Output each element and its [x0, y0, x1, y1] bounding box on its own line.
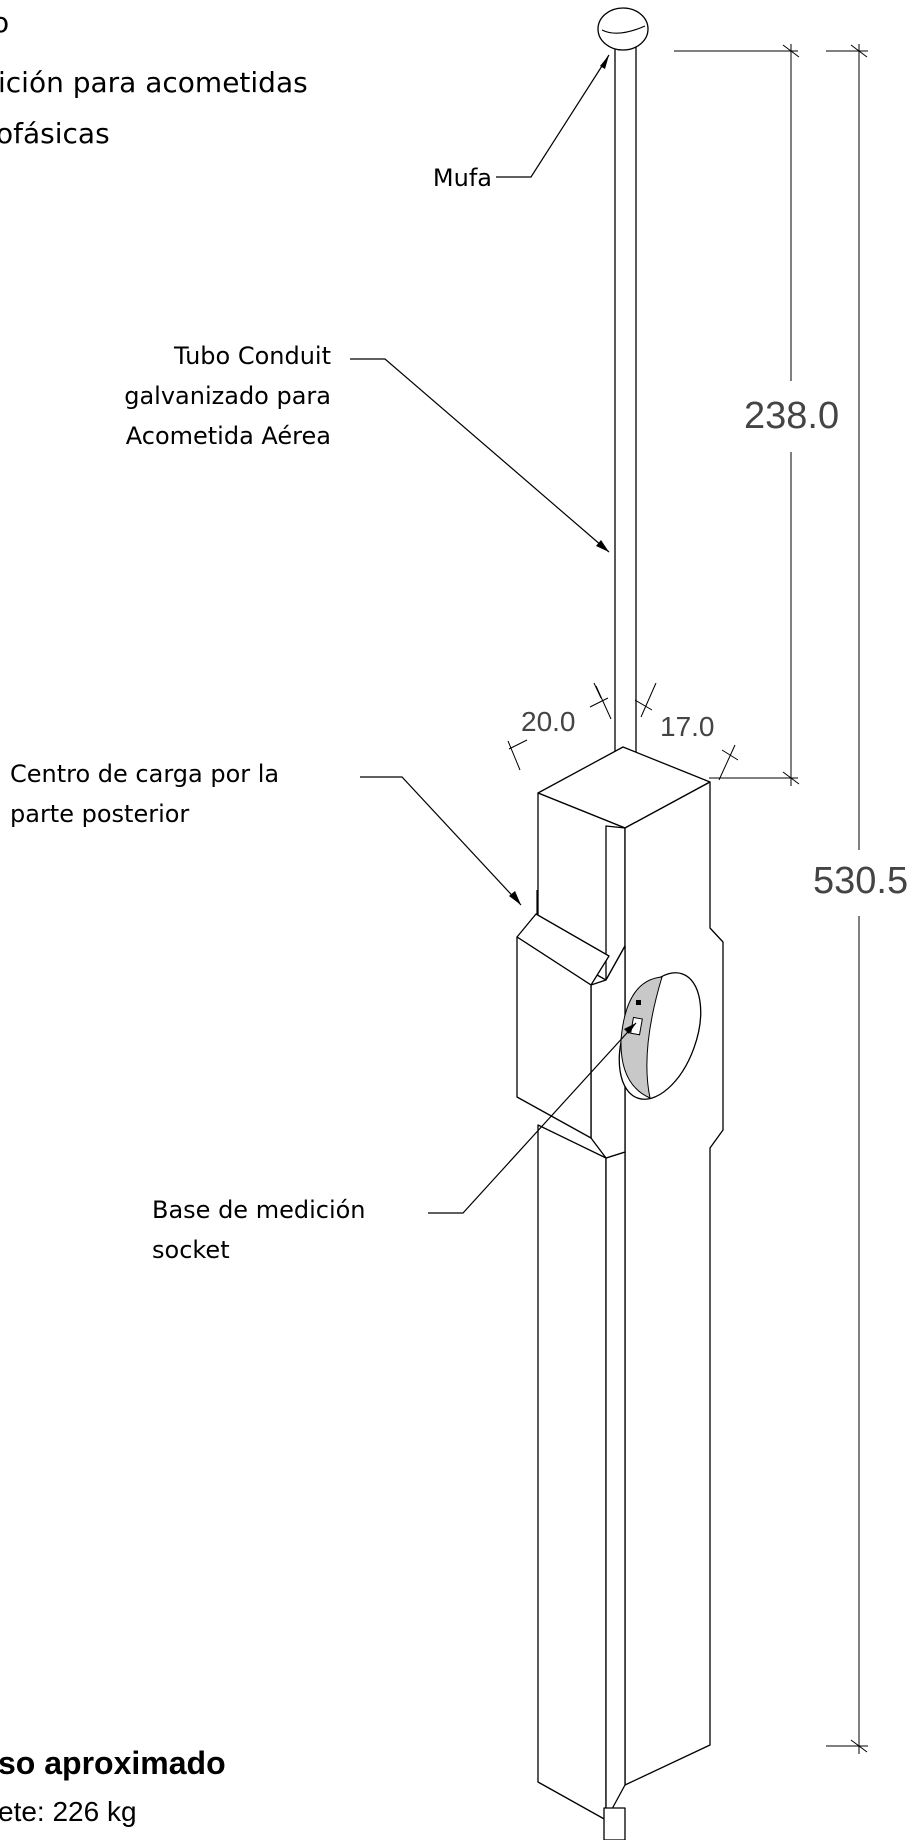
dim-17: 17.0	[660, 711, 715, 742]
title-line-3: ofásicas	[0, 117, 110, 150]
conduit-leader	[350, 358, 610, 553]
socket-pin	[636, 1000, 641, 1005]
label-mufa: Mufa	[433, 164, 492, 192]
dim-20: 20.0	[521, 706, 576, 737]
dimension-width-left	[507, 682, 612, 771]
dimension-530	[826, 44, 868, 1754]
post-chamfer-lower	[605, 1151, 626, 1821]
centro-carga-leader	[360, 776, 522, 906]
label-base-medicion-2: socket	[152, 1236, 230, 1264]
mufa-leader	[496, 54, 610, 178]
post-left-face-lower	[537, 1124, 607, 1821]
load-center-front	[516, 936, 592, 1139]
label-conduit-3: Acometida Aérea	[126, 422, 331, 450]
label-conduit-2: galvanizado para	[124, 382, 331, 410]
conduit-tube	[614, 39, 637, 796]
label-conduit-1: Tubo Conduit	[173, 342, 331, 370]
weight-value: ete: 226 kg	[0, 1796, 137, 1827]
title-line-1: o	[0, 6, 9, 39]
post-right-face	[624, 781, 724, 1786]
mufa-cap	[597, 7, 649, 51]
label-centro-carga-1: Centro de carga por la	[10, 760, 279, 788]
post-base-stub	[603, 1807, 626, 1840]
dim-530: 530.5	[813, 860, 908, 902]
dim-238: 238.0	[744, 395, 839, 437]
title-line-2: ición para acometidas	[0, 66, 308, 99]
load-center-box	[516, 890, 610, 1139]
concrete-post	[537, 746, 724, 1840]
weight-heading: so aproximado	[0, 1745, 226, 1781]
meter-socket	[618, 972, 702, 1100]
label-base-medicion-1: Base de medición	[152, 1196, 366, 1224]
dimension-width-right	[634, 682, 739, 781]
base-medicion-leader	[428, 1022, 637, 1214]
label-centro-carga-2: parte posterior	[10, 800, 189, 828]
socket-shading	[620, 976, 663, 1099]
dimension-238	[674, 44, 800, 786]
